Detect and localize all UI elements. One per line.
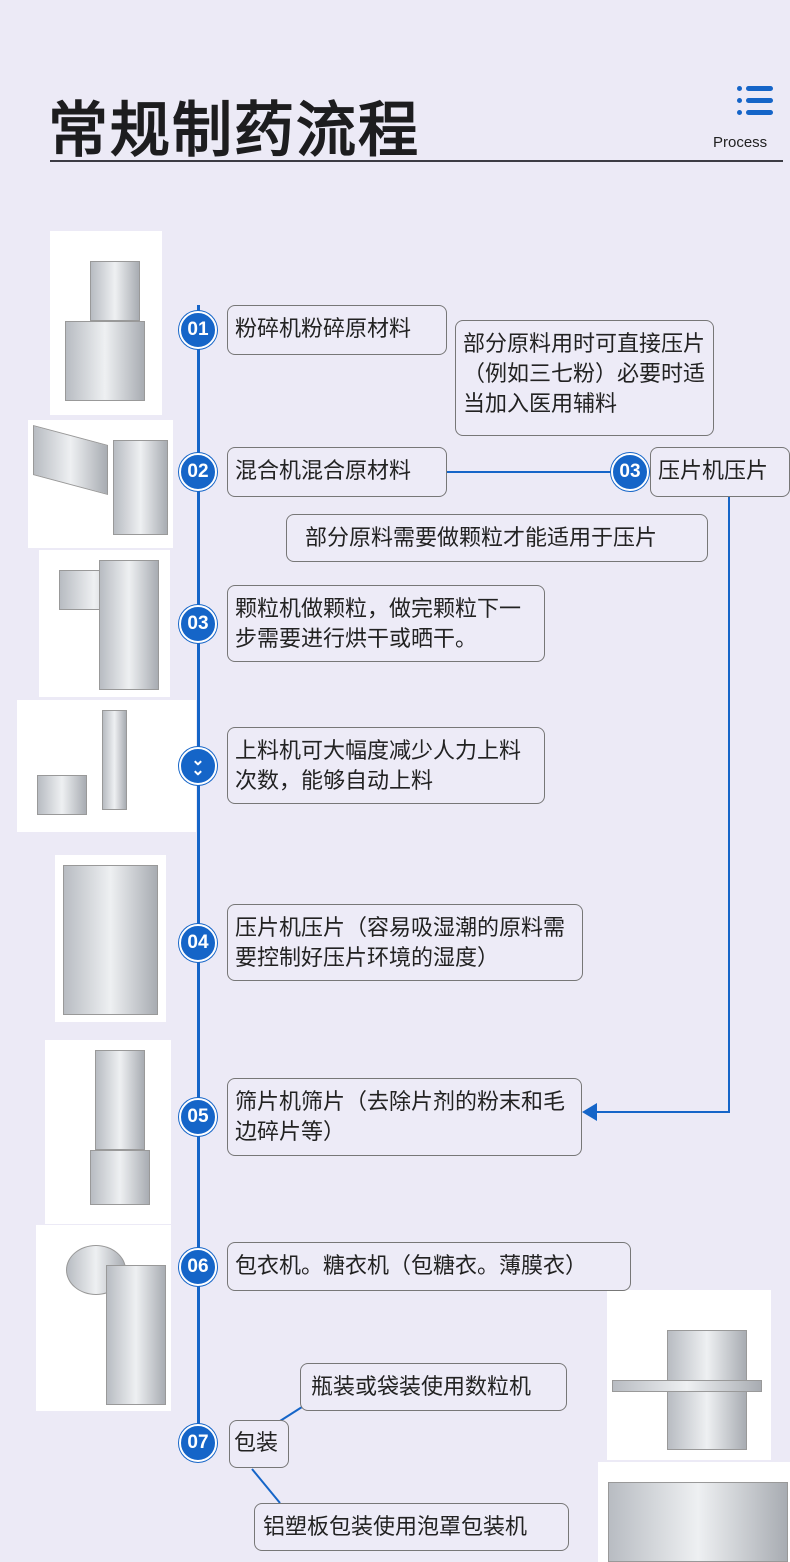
tablet-press-image — [55, 855, 166, 1022]
coating-machine-image — [36, 1225, 171, 1411]
branch-number-03: 03 — [611, 453, 649, 491]
timeline-line — [197, 305, 200, 1445]
step-box-04: 压片机压片（容易吸湿潮的原料需要控制好压片环境的湿度） — [227, 904, 583, 981]
step-box-03: 颗粒机做颗粒，做完颗粒下一步需要进行烘干或晒干。 — [227, 585, 545, 662]
step-number-02: 02 — [179, 453, 217, 491]
step-box-feeder: 上料机可大幅度减少人力上料次数，能够自动上料 — [227, 727, 545, 804]
step-box-06: 包衣机。糖衣机（包糖衣。薄膜衣） — [227, 1242, 631, 1291]
branch-connector — [447, 471, 617, 473]
granulator-image — [39, 550, 170, 697]
step-number-04: 04 — [179, 924, 217, 962]
feeder-image — [17, 700, 196, 832]
bypass-line-horizontal — [596, 1111, 730, 1113]
step-box-05: 筛片机筛片（去除片剂的粉末和毛边碎片等） — [227, 1078, 582, 1156]
branch-box-03: 压片机压片 — [650, 447, 790, 497]
mixer-image — [28, 420, 173, 548]
bypass-line — [728, 497, 730, 1113]
packaging-bottle-box: 瓶装或袋装使用数粒机 — [300, 1363, 567, 1411]
step-number-01: 01 — [179, 311, 217, 349]
step-number-06: 06 — [179, 1248, 217, 1286]
chevron-down-icon: ⌄⌄ — [179, 747, 217, 785]
page-title: 常规制药流程 — [48, 96, 420, 166]
note-direct-press: 部分原料用时可直接压片（例如三七粉）必要时适当加入医用辅料 — [455, 320, 714, 436]
sieve-machine-image — [45, 1040, 171, 1224]
counting-machine-image — [607, 1290, 771, 1460]
process-subtitle: Process — [713, 134, 768, 151]
packaging-blister-box: 铝塑板包装使用泡罩包装机 — [254, 1503, 569, 1551]
step-box-01: 粉碎机粉碎原材料 — [227, 305, 447, 355]
list-icon — [737, 86, 773, 116]
step-number-05: 05 — [179, 1098, 217, 1136]
step-box-02: 混合机混合原材料 — [227, 447, 447, 497]
step-box-07: 包装 — [229, 1420, 289, 1468]
step-number-03: 03 — [179, 605, 217, 643]
arrow-left-icon — [582, 1103, 597, 1121]
blister-machine-image — [598, 1462, 790, 1562]
step-number-07: 07 — [179, 1424, 217, 1462]
header-divider — [50, 160, 783, 162]
pulverizer-image — [50, 231, 162, 415]
note-granule: 部分原料需要做颗粒才能适用于压片 — [286, 514, 708, 562]
